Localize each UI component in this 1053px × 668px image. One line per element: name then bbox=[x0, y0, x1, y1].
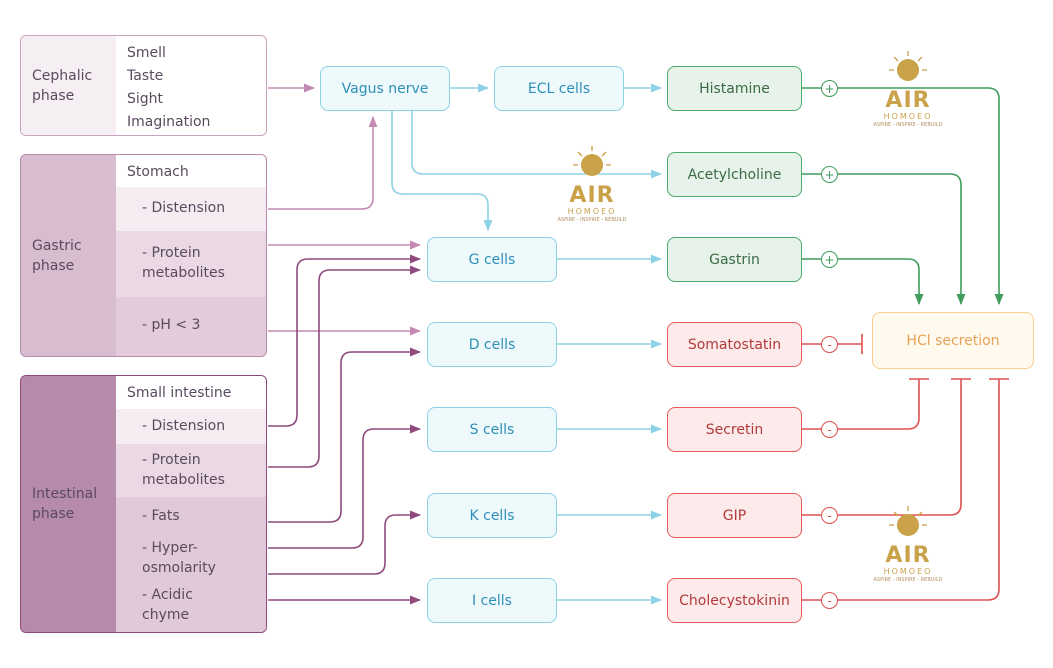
lightbulb-icon bbox=[889, 506, 927, 536]
gastric-phase-box: Gastric phase Stomach - Distension - Pro… bbox=[20, 154, 267, 357]
d-cells-node: D cells bbox=[427, 322, 557, 367]
intestinal-phase-label: Intestinal phase bbox=[21, 376, 116, 632]
vagus-nerve-node: Vagus nerve bbox=[320, 66, 450, 111]
gastric-item-stomach: Stomach bbox=[116, 155, 266, 187]
inhibit-sign-cholecystokinin: - bbox=[821, 592, 838, 609]
stimulate-sign-acetylcholine: + bbox=[821, 166, 838, 183]
intestinal-item-hyperosmolarity: - Hyper- osmolarity bbox=[116, 535, 266, 582]
hcl-secretion-node: HCl secretion bbox=[872, 312, 1034, 369]
stimulate-sign-histamine: + bbox=[821, 80, 838, 97]
ecl-cells-node: ECL cells bbox=[494, 66, 624, 111]
gip-node: GIP bbox=[667, 493, 802, 538]
gastric-item-ph: - pH < 3 bbox=[116, 297, 266, 356]
acetylcholine-node: Acetylcholine bbox=[667, 152, 802, 197]
intestinal-item-fats: - Fats bbox=[116, 497, 266, 535]
somatostatin-node: Somatostatin bbox=[667, 322, 802, 367]
inhibit-sign-gip: - bbox=[821, 507, 838, 524]
intestinal-item-protein: - Protein metabolites bbox=[116, 444, 266, 497]
s-cells-node: S cells bbox=[427, 407, 557, 452]
gastric-phase-label: Gastric phase bbox=[21, 155, 116, 356]
intestinal-item-small-intestine: Small intestine bbox=[116, 376, 266, 409]
gastrin-node: Gastrin bbox=[667, 237, 802, 282]
histamine-node: Histamine bbox=[667, 66, 802, 111]
i-cells-node: I cells bbox=[427, 578, 557, 623]
cephalic-phase-box: Cephalic phase Smell Taste Sight Imagina… bbox=[20, 35, 267, 136]
gastric-item-protein: - Protein metabolites bbox=[116, 231, 266, 297]
watermark-logo-middle: AIR HOMOEO ASPIRE - INSPIRE - REBUILD bbox=[554, 145, 630, 224]
cholecystokinin-node: Cholecystokinin bbox=[667, 578, 802, 623]
intestinal-phase-box: Intestinal phase Small intestine - Diste… bbox=[20, 375, 267, 633]
watermark-logo-bottom: AIR HOMOEO ASPIRE - INSPIRE - REBUILD bbox=[870, 505, 946, 584]
cephalic-stimuli: Smell Taste Sight Imagination bbox=[127, 45, 211, 130]
inhibit-sign-somatostatin: - bbox=[821, 336, 838, 353]
gastric-item-distension: - Distension bbox=[116, 187, 266, 231]
g-cells-node: G cells bbox=[427, 237, 557, 282]
lightbulb-icon bbox=[889, 51, 927, 81]
stimulate-sign-gastrin: + bbox=[821, 251, 838, 268]
k-cells-node: K cells bbox=[427, 493, 557, 538]
intestinal-item-distension: - Distension bbox=[116, 409, 266, 444]
intestinal-item-acidic-chyme: - Acidic chyme bbox=[116, 582, 266, 632]
secretin-node: Secretin bbox=[667, 407, 802, 452]
inhibit-sign-secretin: - bbox=[821, 421, 838, 438]
cephalic-phase-label: Cephalic phase bbox=[21, 36, 116, 135]
lightbulb-icon bbox=[573, 146, 611, 176]
watermark-logo-top: AIR HOMOEO ASPIRE - INSPIRE - REBUILD bbox=[870, 50, 946, 129]
